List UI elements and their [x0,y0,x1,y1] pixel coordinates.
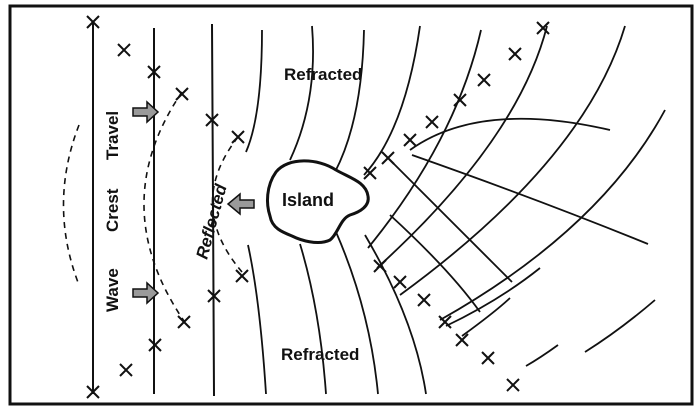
label-travel: Travel [103,111,122,160]
label-refracted-top: Refracted [284,65,362,84]
label-crest: Crest [103,188,122,232]
label-island: Island [282,190,334,210]
label-wave: Wave [103,268,122,312]
label-refracted-bottom: Refracted [281,345,359,364]
